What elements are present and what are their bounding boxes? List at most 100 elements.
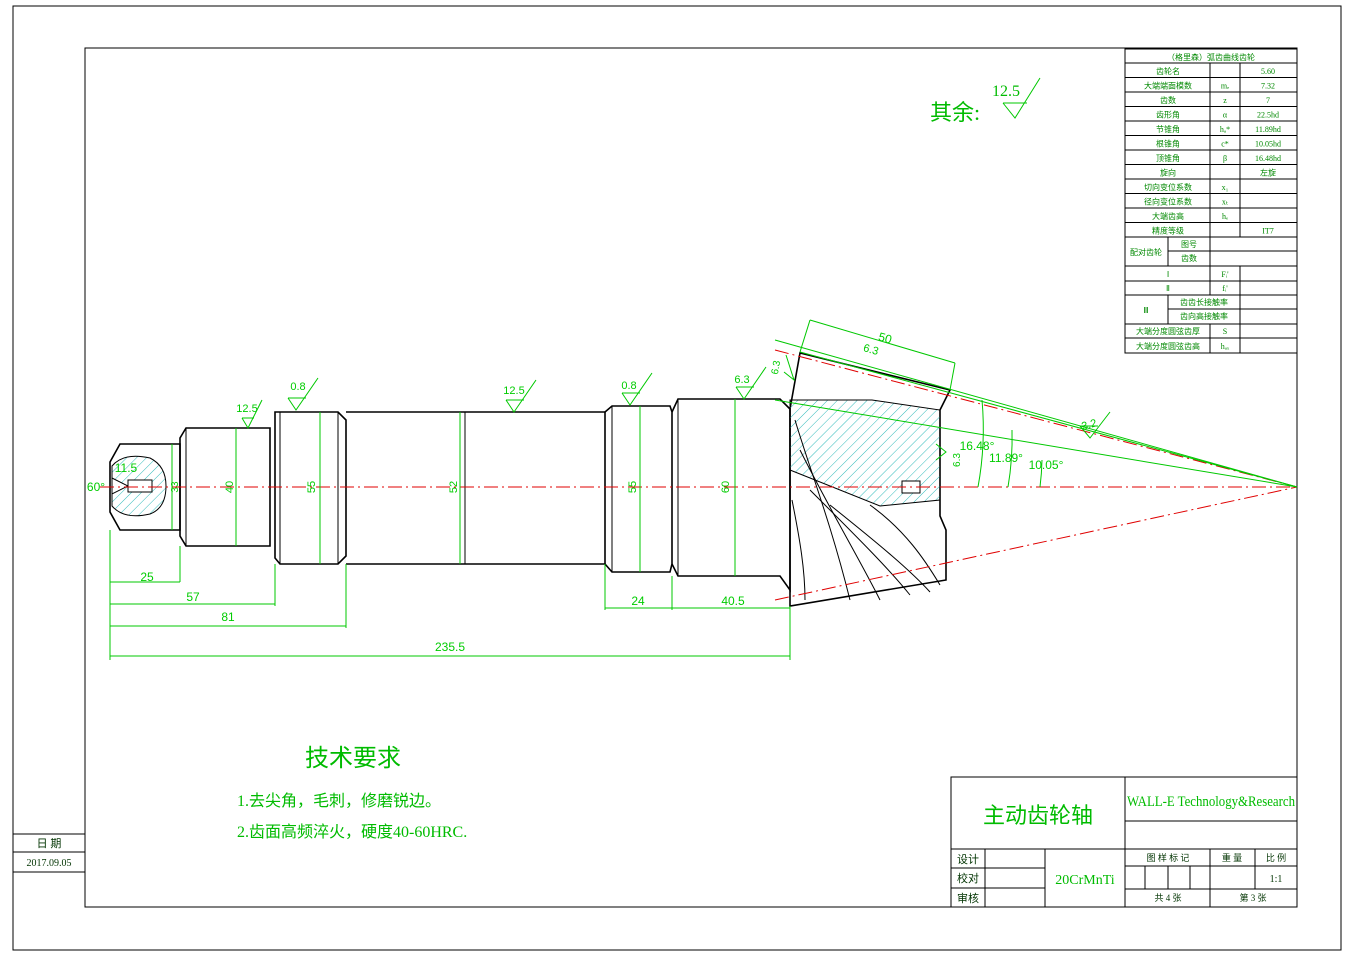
- gear-row-val: 7: [1266, 96, 1270, 105]
- centerlines: [100, 349, 1300, 601]
- gear-row-val: 左旋: [1260, 168, 1276, 178]
- bottom-row-2-name: 大端分度圆弦齿高: [1136, 341, 1200, 351]
- dimension-lines: [109, 399, 791, 660]
- mating-sub-drawing-no: 图号: [1181, 240, 1197, 249]
- company-name: WALL-E Technology&Research: [1127, 794, 1295, 810]
- dim-dia-40: 40: [224, 481, 236, 493]
- gear-row-sym: hₑ: [1222, 212, 1228, 221]
- dim-dia-52: 52: [448, 481, 460, 493]
- gear-row-name: 根锥角: [1156, 139, 1180, 149]
- gear-row-name: 旋向: [1160, 168, 1176, 178]
- gear-row-sym: xₜ: [1222, 198, 1228, 207]
- gear-row-name: 大端齿高: [1152, 211, 1184, 221]
- inner-frame: [84, 47, 1298, 908]
- dim-angle-11-89: 11.89°: [989, 451, 1023, 465]
- roughness-3-2: 3.2: [1080, 417, 1098, 433]
- dim-dia-33: 33: [170, 481, 181, 493]
- gear-row-val: 16.48hd: [1255, 154, 1281, 163]
- dim-length-81: 81: [221, 610, 235, 624]
- roughness-6-3-c: 6.3: [952, 453, 963, 467]
- roughness-12-5-b: 12.5: [503, 385, 524, 397]
- gear-row-sym: β: [1223, 154, 1227, 163]
- dim-length-57: 57: [186, 590, 200, 604]
- shaft-outline: [109, 398, 791, 593]
- bottom-row-2-sym: hₐₓ: [1221, 342, 1230, 351]
- dim-length-25: 25: [140, 570, 154, 584]
- outer-border: [12, 5, 1342, 951]
- gear-row-val: 10.05hd: [1255, 140, 1281, 149]
- gear-mating-block: 配对齿轮 图号 齿数: [1125, 236, 1297, 266]
- dim-fit-55-a: 55: [306, 481, 318, 493]
- gear-row-name: 齿形角: [1156, 110, 1180, 120]
- gear-parameter-table: （格里森）弧齿曲线齿轮 齿轮名 5.60 大端端面模数 mₑ 7.32 齿数 z 7 齿形角 α 2…: [1124, 48, 1298, 354]
- sheet-number: 第 3 张: [1239, 892, 1266, 903]
- group-3-sub-a: 齿齿长接触率: [1180, 297, 1228, 307]
- gear-row-val: 22.5hd: [1257, 111, 1279, 120]
- roughness-12-5-a: 12.5: [236, 403, 257, 415]
- header-pattern-mark: 图 样 标 记: [1147, 852, 1190, 863]
- surface-note-label: 其余:: [930, 100, 980, 125]
- center-hole-section: [111, 455, 167, 517]
- mating-sub-teeth: 齿数: [1181, 253, 1197, 263]
- roughness-6-3-b: 6.3: [770, 359, 783, 375]
- material: 20CrMnTi: [1055, 873, 1115, 888]
- cone-lines: [774, 319, 1298, 488]
- group-3-sub-b: 齿向高接触率: [1180, 311, 1228, 321]
- gear-row-name: 径向变位系数: [1144, 197, 1192, 207]
- dim-length-6-3: 6.3: [862, 342, 880, 358]
- gear-row-sym: z: [1223, 96, 1227, 105]
- date-label: 日 期: [37, 837, 62, 850]
- gear-row-sym: mₑ: [1221, 82, 1229, 91]
- gear-row-name: 大端端面模数: [1144, 81, 1192, 91]
- roughness-symbols: 12.5 0.8 12.5 0.8 6.3 6.3 6.3 3.2: [236, 354, 1111, 467]
- tech-item-2: 2.齿面高频淬火，硬度40-60HRC.: [237, 823, 467, 841]
- gear-row-val: 5.60: [1261, 67, 1275, 76]
- dim-length-235-5: 235.5: [435, 640, 465, 654]
- dim-angle-60: 60°: [87, 480, 105, 494]
- group-2-sym: fᵢ': [1222, 284, 1228, 293]
- gear-row-sym: α: [1223, 111, 1228, 120]
- gear-head: [789, 352, 952, 607]
- gear-row-name: 顶锥角: [1156, 153, 1180, 163]
- gear-row-name: 切向变位系数: [1144, 182, 1192, 192]
- gear-row-name: 齿轮名: [1156, 66, 1180, 76]
- dim-length-50: 50: [877, 330, 894, 347]
- gear-row-val: IT7: [1262, 227, 1274, 236]
- group-1-name: Ⅰ: [1167, 270, 1169, 279]
- group-1-sym: Fᵢ': [1221, 270, 1229, 279]
- gear-row-name: 精度等级: [1152, 226, 1184, 236]
- dim-fit-55-b: 55: [627, 481, 639, 493]
- role-design: 设计: [957, 853, 979, 866]
- date-value: 2017.09.05: [27, 858, 72, 869]
- role-check: 校对: [957, 871, 979, 885]
- gear-row-name: 齿数: [1160, 95, 1176, 105]
- bottom-row-1-name: 大端分度圆弦齿厚: [1136, 326, 1200, 336]
- scale-value: 1:1: [1270, 874, 1283, 885]
- gear-row-val: 7.32: [1261, 82, 1275, 91]
- tech-item-1: 1.去尖角，毛刺，修磨锐边。: [237, 792, 441, 810]
- mating-label: 配对齿轮: [1130, 247, 1162, 257]
- technical-requirements: 技术要求 1.去尖角，毛刺，修磨锐边。 2.齿面高频淬火，硬度40-60HRC.: [237, 745, 467, 841]
- role-approve: 审核: [957, 891, 979, 905]
- surface-roughness-note: 其余: 12.5: [930, 77, 1041, 125]
- roughness-0-8-a: 0.8: [290, 381, 305, 393]
- surface-note-value: 12.5: [992, 83, 1020, 100]
- dim-length-24: 24: [631, 594, 645, 608]
- sheet-total: 共 4 张: [1154, 893, 1181, 903]
- gear-row-name: 节锥角: [1156, 124, 1180, 134]
- tech-heading: 技术要求: [305, 745, 401, 772]
- dim-angle-16-48: 16.48°: [960, 439, 995, 453]
- gear-row-sym: hₐ*: [1220, 125, 1230, 134]
- group-3-name: Ⅲ: [1143, 306, 1149, 315]
- gear-table-title: （格里森）弧齿曲线齿轮: [1167, 52, 1255, 62]
- roughness-6-3-a: 6.3: [734, 374, 749, 386]
- gear-row-val: 11.89hd: [1255, 125, 1281, 134]
- dimension-texts: 25 57 81 235.5 24 40.5 50 6.3 40 52 60 3…: [87, 330, 1064, 654]
- gear-row-sym: x₁: [1222, 183, 1229, 192]
- roughness-0-8-b: 0.8: [621, 380, 636, 392]
- date-box: 日 期 2017.09.05: [12, 833, 86, 873]
- part-name: 主动齿轮轴: [983, 803, 1093, 828]
- dim-length-40-5: 40.5: [721, 594, 745, 608]
- group-2-name: Ⅱ: [1166, 284, 1170, 293]
